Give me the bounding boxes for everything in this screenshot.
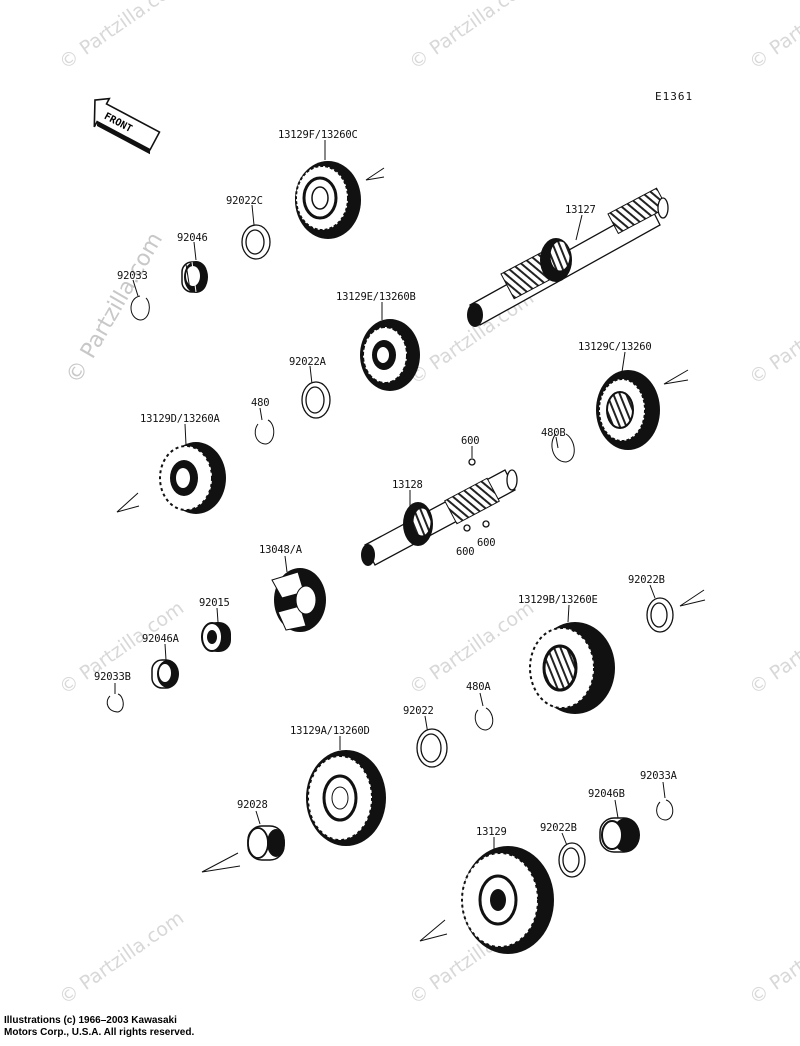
watermark: © Partzilla.com	[745, 0, 800, 74]
shaft-13128[interactable]	[361, 469, 518, 566]
part-label: 13129D/13260A	[140, 413, 220, 425]
washer-92022b-lower[interactable]	[558, 842, 586, 878]
part-label: 13048/A	[259, 544, 303, 556]
ball-600[interactable]	[463, 524, 471, 532]
part-label: 13129E/13260B	[336, 291, 416, 303]
arrow-icon	[419, 919, 448, 942]
watermark: © Partzilla.com	[62, 228, 169, 388]
circlip-92033b[interactable]	[106, 693, 124, 713]
washer-92022[interactable]	[416, 728, 448, 768]
washer-92022c[interactable]	[241, 224, 271, 260]
part-label: 480	[251, 397, 269, 409]
copyright-notice: Illustrations (c) 1966–2003 Kawasaki Mot…	[4, 1015, 194, 1039]
part-label: 600	[456, 546, 474, 558]
circlip-480a[interactable]	[474, 707, 494, 731]
shift-dog-13048[interactable]	[271, 568, 326, 632]
copyright-line: Illustrations (c) 1966–2003 Kawasaki	[4, 1015, 177, 1026]
gear-13129a[interactable]	[306, 750, 386, 846]
watermark: © Partzilla.com	[55, 0, 188, 74]
watermark: © Partzilla.com	[745, 907, 800, 1009]
ball-600[interactable]	[482, 520, 490, 528]
part-label: 92033B	[94, 671, 131, 683]
part-label: 600	[461, 435, 479, 447]
shaft-13127[interactable]	[467, 187, 669, 327]
gear-13129f[interactable]	[295, 161, 361, 239]
part-label: 92022	[403, 705, 434, 717]
part-label: 92022B	[628, 574, 665, 586]
circlip-92033[interactable]	[130, 295, 150, 321]
arrow-icon	[365, 167, 385, 181]
circlip-92033a[interactable]	[656, 799, 674, 821]
part-label: 92046	[177, 232, 208, 244]
diagram-code: E1361	[655, 90, 693, 103]
circlip-480[interactable]	[254, 419, 275, 445]
watermark: © Partzilla.com	[405, 0, 538, 74]
ball-600[interactable]	[468, 458, 476, 466]
part-label: 13129A/13260D	[290, 725, 370, 737]
washer-92022b[interactable]	[646, 597, 674, 633]
watermark-layer: © Partzilla.com © Partzilla.com © Partzi…	[55, 0, 800, 1009]
part-label: 480B	[541, 427, 566, 439]
bushing-92028[interactable]	[247, 825, 285, 861]
bearing-92046[interactable]	[181, 261, 208, 293]
part-label: 13129C/13260	[578, 341, 651, 353]
copyright-line: Motors Corp., U.S.A. All rights reserved…	[4, 1027, 195, 1038]
arrow-icon	[679, 589, 706, 607]
gear-13129b[interactable]	[529, 622, 615, 714]
gear-13129d[interactable]	[159, 442, 226, 514]
part-label: 13128	[392, 479, 423, 491]
part-labels: 13129F/13260C 92022C 92046 92033 13127 1…	[94, 129, 678, 838]
watermark: © Partzilla.com	[745, 597, 800, 699]
part-label: 92046A	[142, 633, 180, 645]
part-label: 92022B	[540, 822, 577, 834]
gear-13129e[interactable]	[360, 319, 420, 391]
watermark: © Partzilla.com	[55, 907, 188, 1009]
part-label: 13129B/13260E	[518, 594, 598, 606]
part-label: 92033	[117, 270, 148, 282]
part-label: 92033A	[640, 770, 678, 782]
part-label: 92028	[237, 799, 268, 811]
part-label: 92022A	[289, 356, 327, 368]
bearing-92046a[interactable]	[151, 659, 179, 689]
circlip-480b[interactable]	[551, 433, 575, 463]
arrow-icon	[201, 852, 241, 873]
watermark: © Partzilla.com	[745, 287, 800, 389]
part-label: 13129F/13260C	[278, 129, 358, 141]
part-label: 13129	[476, 826, 507, 838]
bearing-92046b[interactable]	[599, 817, 640, 853]
part-label: 92015	[199, 597, 230, 609]
gear-13129c[interactable]	[596, 370, 660, 450]
arrow-icon	[663, 369, 689, 385]
part-label: 13127	[565, 204, 596, 216]
part-label: 92022C	[226, 195, 263, 207]
part-label: 92046B	[588, 788, 625, 800]
collar-92015[interactable]	[201, 622, 231, 652]
part-label: 480A	[466, 681, 491, 693]
washer-92022a[interactable]	[301, 381, 331, 419]
direction-arrows	[116, 167, 706, 942]
arrow-icon	[116, 492, 140, 513]
front-arrow-icon: FRONT	[93, 97, 161, 155]
leader-lines	[114, 140, 666, 852]
part-label: 600	[477, 537, 495, 549]
gear-13129[interactable]	[461, 846, 554, 954]
